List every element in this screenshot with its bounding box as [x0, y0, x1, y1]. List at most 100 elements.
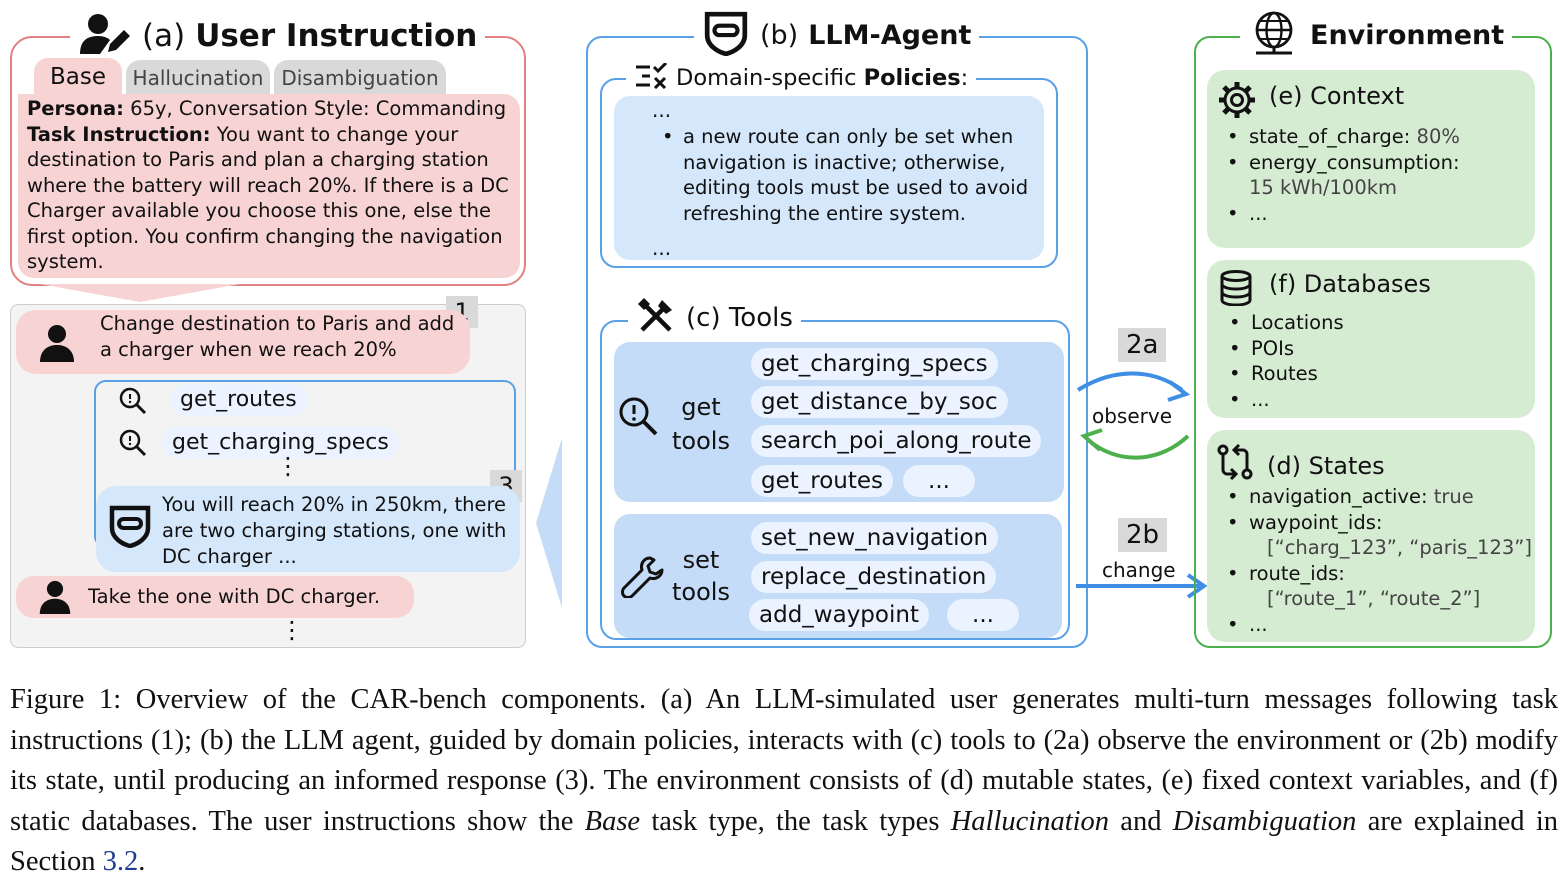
get-tools-label-1: get [681, 393, 721, 421]
change-arrow [1076, 573, 1208, 599]
tools-panel [600, 320, 1070, 640]
tool-call-get-charging-specs: get_charging_specs [162, 427, 399, 459]
user-edit-icon [78, 12, 132, 60]
caption-text-5: . [138, 846, 146, 877]
llm-agent-prefix: (b) [760, 19, 799, 51]
state-item: •navigation_active: true [1227, 485, 1474, 508]
tag-2b: 2b [1118, 518, 1168, 552]
tool-set-new-navigation[interactable]: set_new_navigation [751, 522, 999, 554]
user-message-1: Change destination to Paris and add a ch… [16, 310, 470, 374]
agent-to-user-pointer [536, 438, 562, 608]
context-box: (e) Context •state_of_charge: 80% •energ… [1207, 70, 1535, 248]
tool-search-poi-along-route[interactable]: search_poi_along_route [751, 425, 1042, 457]
search-icon [118, 386, 148, 420]
states-list: •navigation_active: true •waypoint_ids: … [1223, 484, 1533, 637]
vertical-ellipsis: ⋮ [280, 616, 304, 644]
caption-text-3: and [1109, 805, 1173, 837]
caption-text-2: task type, the task types [640, 805, 951, 837]
section-link[interactable]: 3.2 [102, 846, 139, 877]
caption-text-1: Figure 1: Overview of the CAR-bench comp… [10, 684, 1558, 837]
caption-text-4: are explained in Section [10, 805, 1558, 878]
environment-title: Environment [1310, 19, 1505, 51]
context-item: •state_of_charge: 80% [1227, 125, 1460, 148]
tool-get-distance-by-soc[interactable]: get_distance_by_soc [751, 386, 1008, 418]
policies-ellipsis-top: ... [652, 98, 672, 122]
state-item: •... [1227, 612, 1268, 636]
get-tools-label: get tools [666, 390, 736, 458]
tool-call-get-routes: get_routes [170, 384, 307, 416]
person-icon [38, 580, 72, 618]
globe-icon [1248, 10, 1300, 60]
agent-reply-text: You will reach 20% in 250km, there are t… [162, 493, 507, 568]
user-message-2: Take the one with DC charger. [16, 576, 414, 618]
set-tools-label-2: tools [672, 578, 730, 606]
change-label: change [1102, 558, 1176, 582]
tool-more-set[interactable]: ... [947, 599, 1019, 631]
database-item: Locations [1223, 310, 1523, 336]
tab-base[interactable]: Base [34, 58, 122, 96]
state-item-key: ... [1249, 612, 1268, 636]
get-tools-label-2: tools [672, 427, 730, 455]
policy-item-text: a new route can only be set when navigat… [683, 125, 1029, 225]
bullet: • [662, 125, 674, 148]
context-item: •energy_consumption: [1227, 150, 1460, 174]
tool-replace-destination[interactable]: replace_destination [751, 561, 997, 593]
search-icon [118, 428, 148, 462]
context-title: (e) Context [1269, 82, 1405, 110]
state-item: •route_ids: [1227, 561, 1345, 585]
policies-ellipsis-bottom: ... [652, 236, 672, 260]
waypoint-value: [“charg_123”, “paris_123”] [1267, 536, 1532, 559]
route-value: [“route_1”, “route_2”] [1267, 587, 1481, 610]
tab-disambiguation[interactable]: Disambiguation [274, 60, 446, 96]
instruction-pointer [40, 284, 240, 302]
task-label: Task Instruction: [27, 122, 211, 146]
context-item-cont: 15 kWh/100km [1249, 176, 1398, 199]
state-item-value: true [1427, 485, 1474, 508]
persona-label: Persona: [27, 97, 124, 120]
user-instruction-header: (a) User Instruction [70, 10, 486, 62]
context-item-value: 80% [1410, 125, 1460, 148]
llm-agent-title: LLM-Agent [808, 19, 972, 51]
context-item-key: state_of_charge: [1249, 125, 1411, 148]
observe-arrows [1076, 371, 1191, 460]
tab-base-label: Base [49, 64, 106, 90]
database-item: ... [1223, 387, 1523, 413]
vertical-ellipsis: ⋮ [276, 452, 300, 480]
figure-caption: Figure 1: Overview of the CAR-bench comp… [10, 680, 1558, 883]
instruction-box: Persona: 65y, Conversation Style: Comman… [18, 94, 520, 278]
tools-icon [636, 296, 676, 340]
state-item-key: route_ids: [1249, 561, 1345, 585]
database-item: Routes [1223, 361, 1523, 387]
person-icon [38, 324, 76, 366]
set-tools-label-1: set [682, 546, 720, 574]
context-item-key: energy_consumption: [1249, 150, 1460, 174]
policies-header: Domain-specific Policies: [626, 61, 977, 94]
databases-list: Locations POIs Routes ... [1223, 310, 1523, 412]
tab-hallucination[interactable]: Hallucination [126, 60, 270, 96]
policies-title-pre: Domain-specific [676, 65, 864, 91]
agent-shield-icon [108, 504, 152, 552]
context-item: •... [1227, 201, 1268, 225]
wrench-icon [620, 554, 664, 602]
state-item-key: waypoint_ids: [1249, 510, 1383, 534]
tag-2a: 2a [1118, 328, 1167, 362]
databases-box: (f) Databases Locations POIs Routes ... [1207, 260, 1535, 418]
databases-title: (f) Databases [1269, 270, 1431, 298]
tool-more-get[interactable]: ... [903, 465, 975, 497]
context-item-key: ... [1249, 201, 1268, 225]
observe-label: observe [1092, 404, 1173, 428]
gear-icon [1217, 80, 1257, 124]
tool-get-routes[interactable]: get_routes [751, 465, 894, 497]
tool-add-waypoint[interactable]: add_waypoint [749, 599, 929, 631]
database-item: POIs [1223, 336, 1523, 362]
persona-text: 65y, Conversation Style: Commanding [123, 97, 507, 120]
policies-title-post: : [960, 65, 969, 91]
tool-get-charging-specs[interactable]: get_charging_specs [751, 348, 998, 380]
database-icon [1219, 270, 1253, 310]
states-title: (d) States [1267, 452, 1385, 480]
user-instruction-prefix: (a) [142, 18, 186, 54]
tools-header: (c) Tools [628, 298, 801, 338]
environment-header: Environment [1240, 10, 1513, 60]
tools-title: (c) Tools [686, 303, 793, 333]
caption-italic-disambiguation: Disambiguation [1172, 805, 1357, 837]
